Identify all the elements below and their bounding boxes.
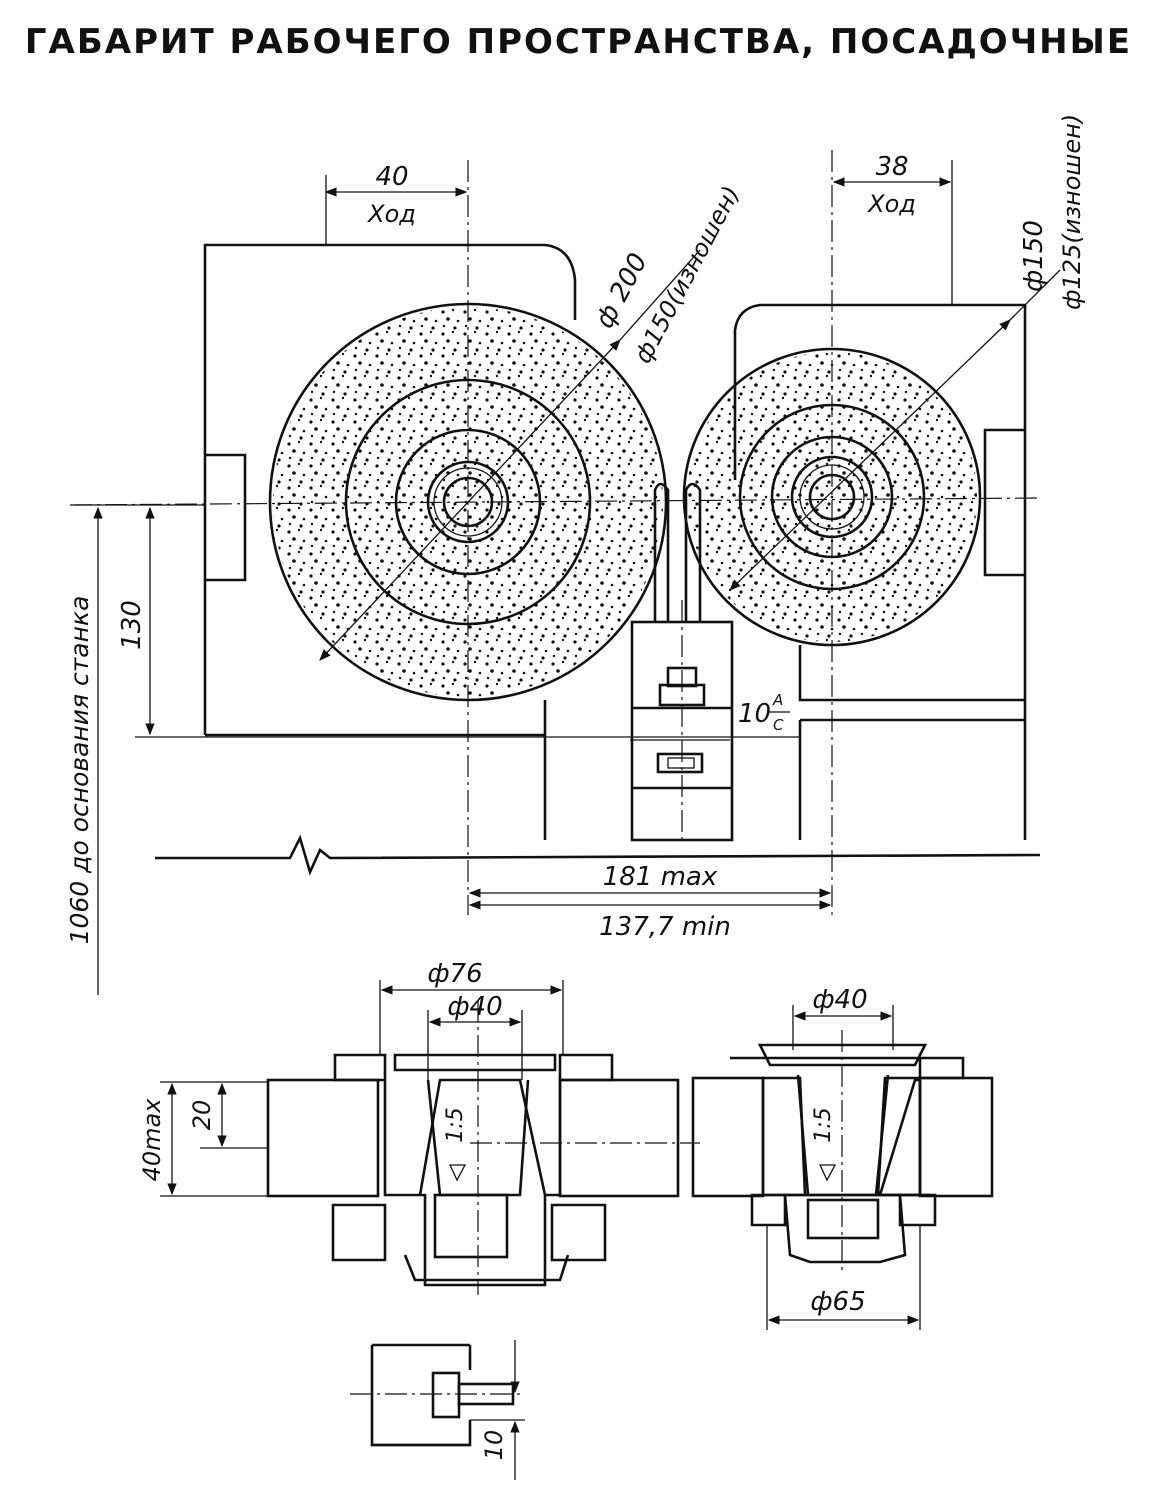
machine-base-line xyxy=(135,736,1041,876)
left-head-housing xyxy=(203,243,577,840)
dim-d76: ф76 xyxy=(427,959,482,989)
stroke-dimension-left xyxy=(324,175,468,245)
dim-d125-worn: ф125(изношен) xyxy=(1058,114,1086,310)
dim-stroke-left: 40 xyxy=(375,162,408,192)
t-slot-detail xyxy=(350,1340,525,1480)
height-dimensions xyxy=(75,504,205,995)
dim-taper-right: 1:5 xyxy=(811,1107,836,1142)
dim-fit-C: C xyxy=(773,716,784,734)
dim-40max: 40max xyxy=(138,1098,166,1182)
diameter-leaders xyxy=(319,249,1061,661)
stroke-dimension-right xyxy=(832,160,953,305)
left-flange-dimensions xyxy=(160,980,700,1295)
dim-taper-left: 1:5 xyxy=(443,1107,468,1142)
dim-h130: 130 xyxy=(117,600,147,650)
dim-h1060: 1060 до основания станка xyxy=(65,596,94,945)
dim-d40-right: ф40 xyxy=(812,985,867,1015)
dim-detail-10: 10 xyxy=(480,1430,508,1461)
dim-d150: ф150 xyxy=(1019,220,1049,292)
center-distance-dimensions xyxy=(468,739,832,910)
dim-fit-A: A xyxy=(772,691,783,709)
dim-d200: ф 200 xyxy=(590,248,654,333)
dim-h20: 20 xyxy=(188,1100,216,1131)
dim-181max: 181 max xyxy=(603,862,718,892)
dim-d40-left: ф40 xyxy=(447,992,502,1022)
dim-d65: ф65 xyxy=(810,1287,865,1317)
dim-fit-10: 10 xyxy=(738,699,771,729)
page-title: ГАБАРИТ РАБОЧЕГО ПРОСТРАНСТВА, ПОСАДОЧНЫ… xyxy=(24,22,1133,62)
right-grinding-wheel xyxy=(682,347,982,647)
dim-137min: 137,7 min xyxy=(599,912,731,942)
dim-hod-left: Ход xyxy=(366,200,416,228)
right-flange-assembly xyxy=(691,1043,994,1264)
right-flange-dimensions xyxy=(766,1005,921,1330)
dim-stroke-right: 38 xyxy=(875,152,908,182)
dim-hod-right: Ход xyxy=(866,190,916,218)
left-flange-assembly xyxy=(266,1053,680,1287)
